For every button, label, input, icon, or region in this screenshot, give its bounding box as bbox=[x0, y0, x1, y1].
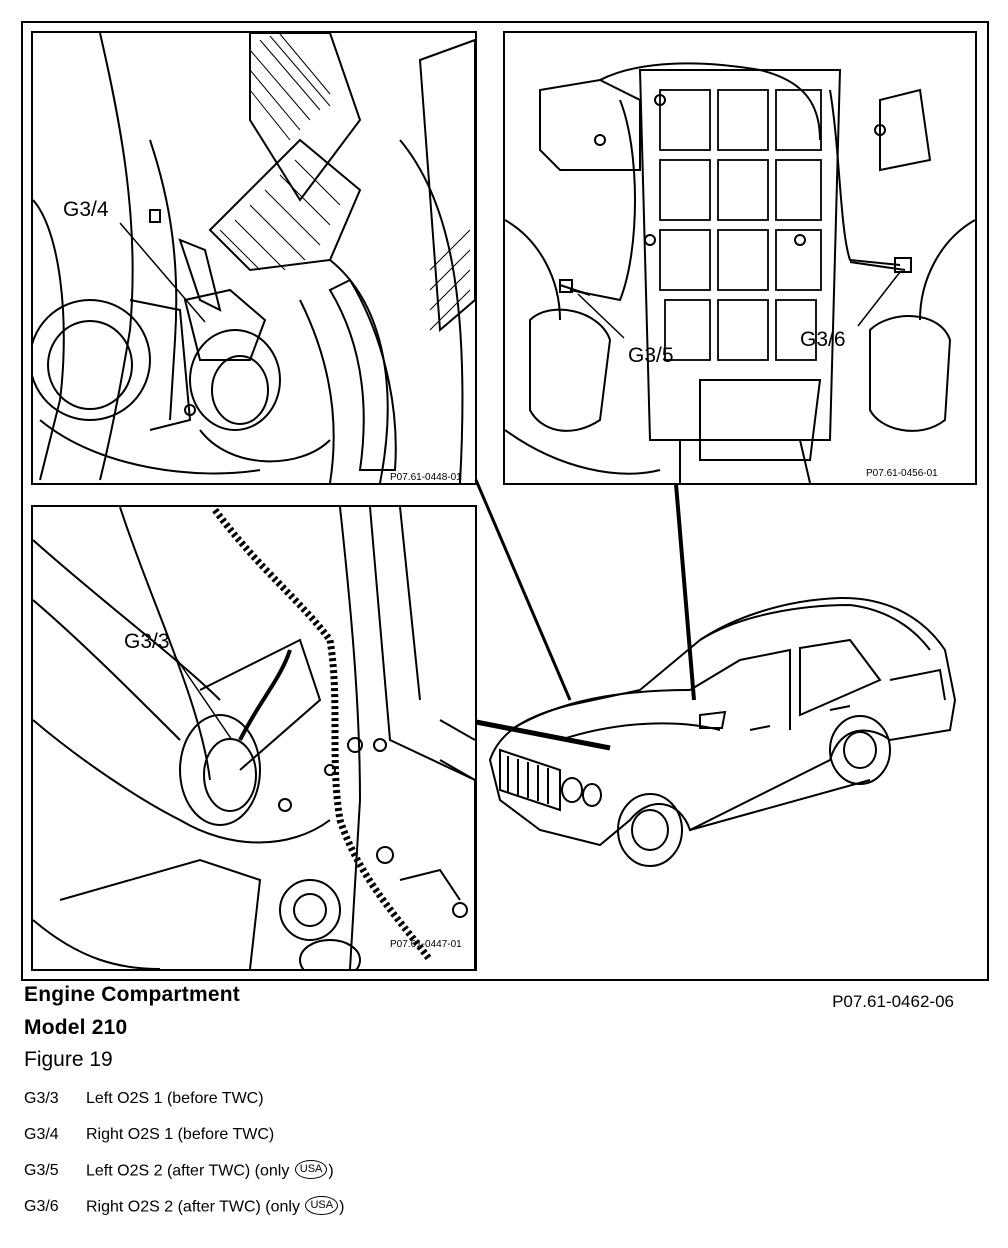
panel-ref-0447: P07.61-0447-01 bbox=[390, 939, 462, 950]
legend-row: G3/3 Left O2S 1 (before TWC) bbox=[24, 1090, 524, 1126]
caption-model: Model 210 bbox=[24, 1016, 128, 1039]
label-g3-4: G3/4 bbox=[63, 198, 109, 221]
caption-figure: Figure 19 bbox=[24, 1048, 113, 1071]
legend-text: Right O2S 2 (after TWC) (only USA) bbox=[86, 1196, 345, 1217]
caption-title: Engine Compartment bbox=[24, 983, 240, 1006]
legend-desc: Right O2S 1 (before TWC) bbox=[86, 1126, 275, 1143]
panel-ref-0456: P07.61-0456-01 bbox=[866, 468, 938, 479]
legend: G3/3 Left O2S 1 (before TWC) G3/4 Right … bbox=[24, 1090, 524, 1234]
usa-badge: USA bbox=[294, 1160, 328, 1179]
panel-left-o2s-1: G3/3 P07.61-0447-01 bbox=[31, 505, 477, 971]
legend-row: G3/5 Left O2S 2 (after TWC) (only USA) bbox=[24, 1160, 524, 1198]
legend-row: G3/4 Right O2S 1 (before TWC) bbox=[24, 1126, 524, 1162]
figure-frame bbox=[21, 21, 989, 981]
car-illustration bbox=[488, 596, 957, 867]
legend-row: G3/6 Right O2S 2 (after TWC) (only USA) bbox=[24, 1196, 524, 1234]
panel-right-o2s-1: G3/4 P07.61-0448-01 bbox=[31, 31, 477, 485]
legend-text: Right O2S 1 (before TWC) bbox=[86, 1126, 274, 1144]
legend-code: G3/6 bbox=[24, 1198, 59, 1215]
document-reference: P07.61-0462-06 bbox=[832, 992, 954, 1011]
label-g3-6: G3/6 bbox=[800, 328, 846, 351]
panel-ref-0448: P07.61-0448-01 bbox=[390, 472, 462, 483]
legend-suffix: ) bbox=[328, 1162, 334, 1180]
legend-desc: Left O2S 1 (before TWC) bbox=[86, 1090, 264, 1107]
legend-code: G3/3 bbox=[24, 1090, 59, 1107]
legend-code: G3/5 bbox=[24, 1162, 59, 1179]
legend-desc: Left O2S 2 (after TWC) (only bbox=[86, 1162, 290, 1180]
legend-desc: Right O2S 2 (after TWC) (only bbox=[86, 1198, 300, 1216]
legend-code: G3/4 bbox=[24, 1126, 59, 1143]
engine-compartment-diagram: G3/4 P07.61-0448-01 bbox=[21, 21, 989, 981]
legend-text: Left O2S 2 (after TWC) (only USA) bbox=[86, 1160, 334, 1181]
legend-suffix: ) bbox=[339, 1198, 345, 1216]
label-g3-3: G3/3 bbox=[124, 630, 170, 653]
legend-text: Left O2S 1 (before TWC) bbox=[86, 1090, 264, 1108]
usa-badge: USA bbox=[305, 1196, 339, 1215]
label-g3-5: G3/5 bbox=[628, 344, 674, 367]
callout-lines bbox=[474, 479, 696, 751]
panel-left-right-o2s-2: G3/5 G3/6 P07.61-0456-01 bbox=[503, 31, 977, 485]
